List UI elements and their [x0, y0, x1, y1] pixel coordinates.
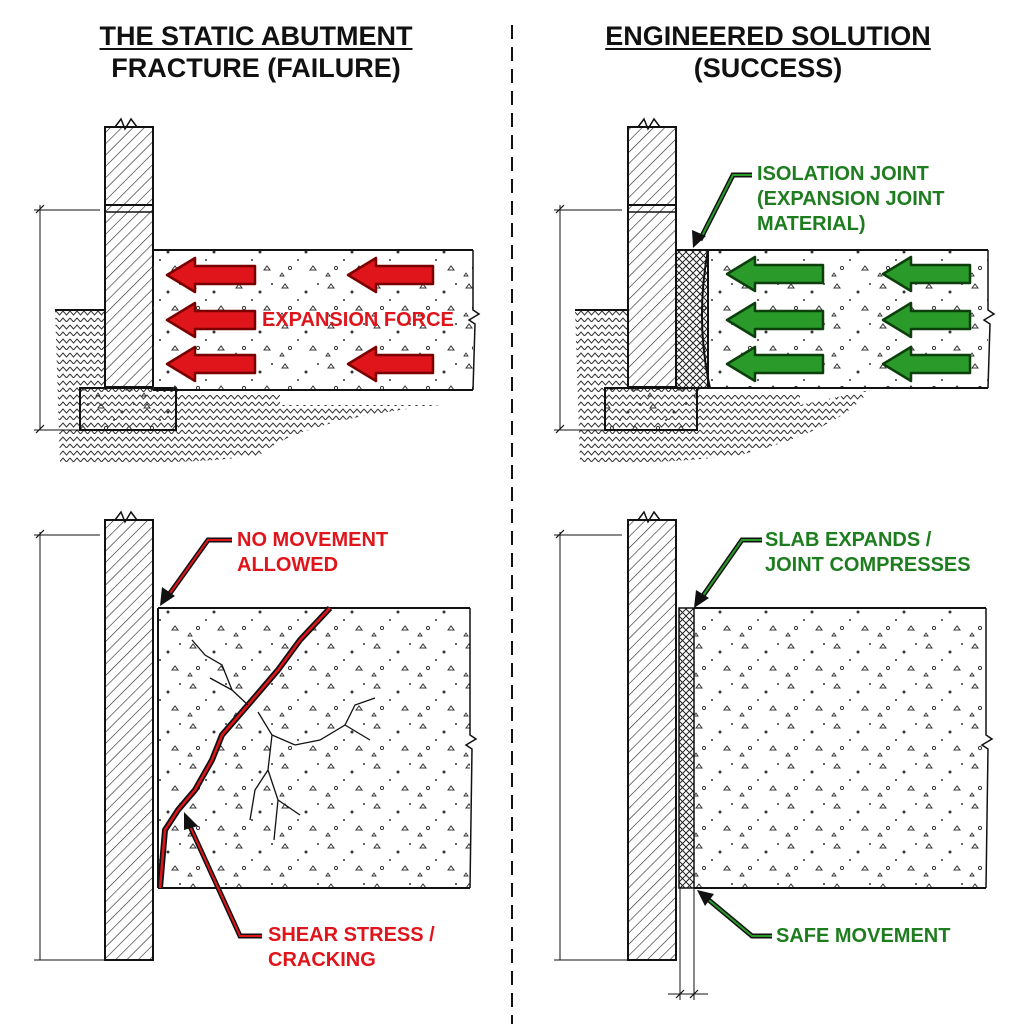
shear-stress-label-line1: SHEAR STRESS / [268, 924, 435, 946]
failure-title-line1: THE STATIC ABUTMENT [99, 21, 413, 51]
success-title: ENGINEERED SOLUTION (SUCCESS) [568, 20, 968, 84]
compressed-joint [678, 607, 695, 889]
left-top-detail [34, 117, 481, 463]
success-title-line1: ENGINEERED SOLUTION [605, 21, 931, 51]
cracked-slab [158, 608, 470, 888]
expansion-force-arrow [165, 256, 435, 383]
safe-movement-leader [702, 894, 772, 939]
joint-leader-line [697, 172, 752, 242]
no-movement-label-line1: NO MOVEMENT [237, 529, 389, 551]
slab-expands-label-line1: SLAB EXPANDS / [765, 529, 932, 551]
isolation-joint-label-line1: ISOLATION JOINT [757, 163, 929, 185]
failure-title: THE STATIC ABUTMENT FRACTURE (FAILURE) [56, 20, 456, 84]
controlled-force-arrow [725, 255, 972, 383]
success-title-line2: (SUCCESS) [693, 53, 843, 83]
isolation-joint-label-line3: MATERIAL) [757, 213, 866, 235]
compress-leader [697, 537, 762, 602]
hairline-cracks [191, 639, 376, 841]
safe-movement-label: SAFE MOVEMENT [776, 925, 951, 947]
no-movement-leader [165, 537, 232, 598]
shear-stress-label: SHEAR STRESS / CRACKING [268, 923, 435, 973]
shear-crack [157, 605, 333, 889]
slab-expands-label-line2: JOINT COMPRESSES [765, 554, 971, 576]
failure-title-line2: FRACTURE (FAILURE) [111, 53, 401, 83]
left-bottom-detail [34, 510, 478, 961]
shear-stress-label-line2: CRACKING [268, 949, 376, 971]
isolation-joint-label-line2: (EXPANSION JOINT [757, 188, 945, 210]
expanded-slab [694, 608, 986, 888]
no-movement-label: NO MOVEMENT ALLOWED [237, 528, 388, 578]
no-movement-label-line2: ALLOWED [237, 554, 339, 576]
expansion-force-label: EXPANSION FORCE [262, 309, 454, 331]
right-bottom-detail [554, 510, 994, 1000]
isolation-joint-label: ISOLATION JOINT (EXPANSION JOINT MATERIA… [757, 162, 944, 237]
slab-expands-label: SLAB EXPANDS / JOINT COMPRESSES [765, 528, 971, 578]
right-top-detail [554, 117, 996, 463]
